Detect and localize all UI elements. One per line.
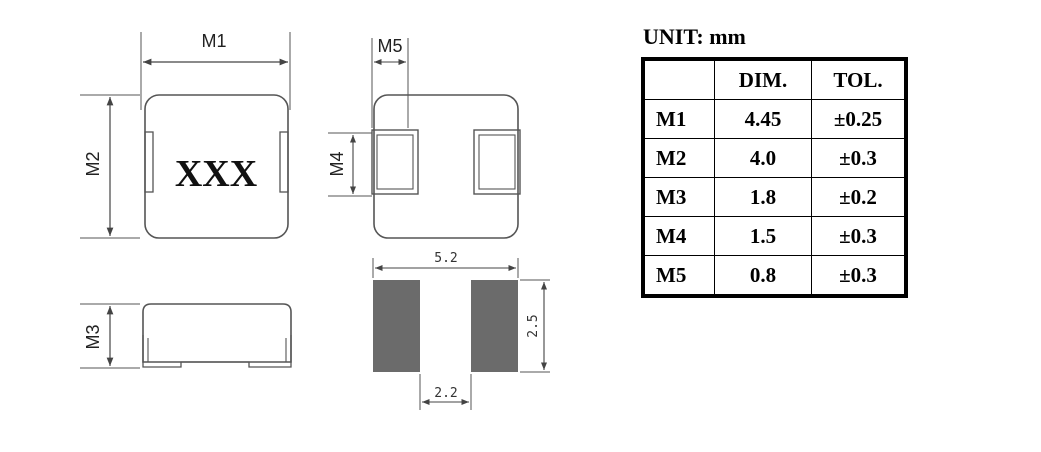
table-row: M4 1.5 ±0.3 bbox=[642, 216, 907, 256]
table-cell-tol: ±0.3 bbox=[811, 138, 907, 178]
top-view-marking: XXX bbox=[175, 153, 257, 195]
side-view-terminal-inner bbox=[147, 338, 287, 362]
bottom-view-body bbox=[373, 94, 519, 239]
m1-label: M1 bbox=[201, 31, 226, 51]
table-row: M1 4.45 ±0.25 bbox=[642, 99, 907, 139]
table-cell-param: M3 bbox=[642, 177, 715, 217]
table-row: M2 4.0 ±0.3 bbox=[642, 138, 907, 178]
table-header-blank bbox=[642, 58, 715, 100]
dimension-table: DIM. TOL. M1 4.45 ±0.25 M2 4.0 ±0.3 M3 1… bbox=[641, 57, 908, 298]
bottom-view-terminal-right-inner bbox=[478, 134, 516, 190]
table-header-row: DIM. TOL. bbox=[642, 58, 907, 100]
table-cell-tol: ±0.2 bbox=[811, 177, 907, 217]
unit-title: UNIT: mm bbox=[643, 24, 746, 49]
table-cell-param: M4 bbox=[642, 216, 715, 256]
table-cell-param: M5 bbox=[642, 255, 715, 297]
side-view: M3 bbox=[80, 303, 292, 369]
m5-label: M5 bbox=[377, 36, 402, 56]
bottom-view-terminal-left-outer bbox=[371, 129, 419, 195]
top-view: XXX M1 M2 bbox=[80, 31, 291, 239]
pad-gap-label: 2.2 bbox=[434, 386, 457, 401]
m3-label: M3 bbox=[83, 324, 103, 349]
m4-label: M4 bbox=[327, 151, 347, 176]
inductor-dimension-drawing: XXX M1 M2 M5 M4 bbox=[80, 31, 550, 410]
pad-total-width-label: 5.2 bbox=[434, 251, 457, 266]
land-pad-right bbox=[471, 280, 518, 372]
pad-height-label: 2.5 bbox=[526, 314, 541, 337]
side-view-body bbox=[142, 303, 292, 363]
bottom-view-terminal-right-outer bbox=[473, 129, 521, 195]
table-header-tol: TOL. bbox=[811, 58, 907, 100]
bottom-view-terminal-left-inner bbox=[376, 134, 414, 190]
top-view-terminal-right bbox=[279, 131, 289, 193]
side-view-terminals bbox=[142, 335, 292, 368]
table-cell-param: M1 bbox=[642, 99, 715, 139]
top-view-terminal-left bbox=[144, 131, 154, 193]
bottom-view: M5 M4 bbox=[327, 36, 521, 239]
table-cell-dim: 4.45 bbox=[714, 99, 812, 139]
table-cell-dim: 0.8 bbox=[714, 255, 812, 297]
table-row: M5 0.8 ±0.3 bbox=[642, 255, 907, 297]
table-cell-tol: ±0.3 bbox=[811, 216, 907, 256]
land-pad-left bbox=[373, 280, 420, 372]
table-cell-dim: 1.8 bbox=[714, 177, 812, 217]
table-cell-param: M2 bbox=[642, 138, 715, 178]
table-cell-tol: ±0.25 bbox=[811, 99, 907, 139]
table-row: M3 1.8 ±0.2 bbox=[642, 177, 907, 217]
table-cell-dim: 4.0 bbox=[714, 138, 812, 178]
table-cell-dim: 1.5 bbox=[714, 216, 812, 256]
m2-label: M2 bbox=[83, 151, 103, 176]
table-cell-tol: ±0.3 bbox=[811, 255, 907, 297]
table-header-dim: DIM. bbox=[714, 58, 812, 100]
land-pattern: 5.2 2.5 2.2 bbox=[372, 251, 550, 410]
